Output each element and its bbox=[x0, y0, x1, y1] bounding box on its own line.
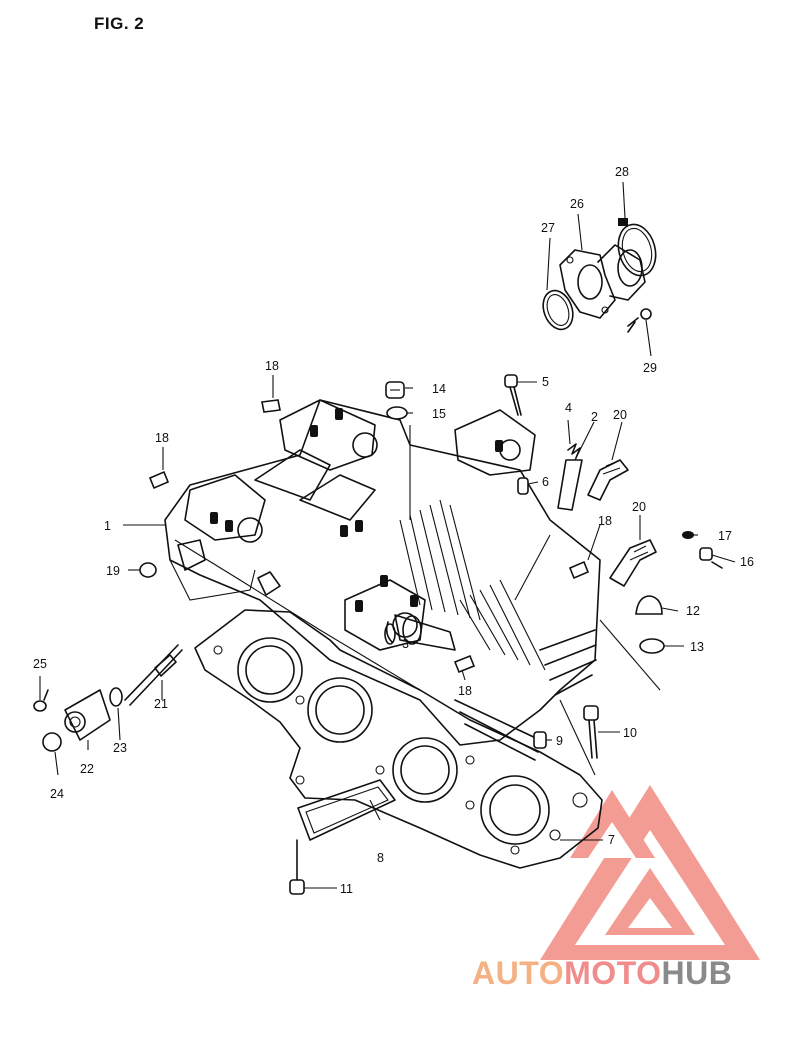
leader-lines bbox=[39, 181, 736, 889]
callout-7: 7 bbox=[608, 833, 615, 847]
intake-clamp bbox=[617, 218, 657, 277]
callout-4: 4 bbox=[565, 401, 572, 415]
intake-screw bbox=[627, 308, 652, 333]
dowel bbox=[533, 731, 547, 749]
watermark-logo-icon bbox=[540, 785, 760, 960]
intake-o-ring bbox=[542, 289, 574, 331]
dowel-pin bbox=[517, 477, 529, 495]
small-washer bbox=[682, 531, 694, 539]
key-c bbox=[568, 560, 590, 580]
callout-12: 12 bbox=[686, 604, 700, 618]
callout-13: 13 bbox=[690, 640, 704, 654]
callout-15: 15 bbox=[432, 407, 446, 421]
spark-plug-upper bbox=[587, 459, 629, 501]
callout-17: 17 bbox=[718, 529, 732, 543]
callout-22: 22 bbox=[80, 762, 94, 776]
key-d bbox=[453, 654, 476, 674]
callout-27: 27 bbox=[541, 221, 555, 235]
cylinder-head bbox=[164, 399, 601, 761]
screw bbox=[699, 547, 723, 569]
key-a bbox=[261, 399, 281, 413]
callout-labels: 1 2 3 4 5 6 7 8 9 10 11 12 13 14 15 16 1… bbox=[33, 165, 754, 896]
watermark-auto: AUTO bbox=[472, 955, 565, 991]
callout-18-left: 18 bbox=[155, 431, 169, 445]
callout-23: 23 bbox=[113, 741, 127, 755]
o-ring bbox=[109, 687, 123, 707]
callout-1: 1 bbox=[104, 519, 111, 533]
callout-16: 16 bbox=[740, 555, 754, 569]
head-bolt bbox=[583, 705, 599, 759]
callout-5: 5 bbox=[542, 375, 549, 389]
figure-title: FIG. 2 bbox=[94, 14, 145, 33]
callout-18-bottom: 18 bbox=[458, 684, 472, 698]
callout-11: 11 bbox=[340, 882, 353, 896]
callout-10: 10 bbox=[623, 726, 637, 740]
spring bbox=[567, 443, 581, 459]
callout-21: 21 bbox=[154, 697, 168, 711]
bolt bbox=[289, 839, 305, 895]
callout-18-top: 18 bbox=[265, 359, 279, 373]
spark-plug-lower bbox=[609, 539, 657, 587]
callout-24: 24 bbox=[50, 787, 64, 801]
tube bbox=[557, 459, 583, 511]
flat-washer bbox=[639, 638, 665, 654]
small-screw bbox=[33, 689, 49, 712]
watermark-moto: MOTO bbox=[564, 955, 662, 991]
cam-chain-seal bbox=[297, 779, 396, 841]
clip bbox=[385, 621, 393, 643]
callout-14: 14 bbox=[432, 382, 446, 396]
watermark-text: AUTOMOTOHUB bbox=[472, 955, 732, 992]
cap-nut bbox=[385, 381, 405, 399]
callout-3: 3 bbox=[402, 637, 409, 651]
stud-bolt bbox=[504, 374, 522, 416]
callout-25: 25 bbox=[33, 657, 47, 671]
callout-18-right: 18 bbox=[598, 514, 612, 528]
head-gasket bbox=[194, 609, 603, 869]
acorn-nut bbox=[635, 595, 663, 615]
drive-housing bbox=[64, 689, 111, 741]
callout-29: 29 bbox=[643, 361, 657, 375]
plug bbox=[139, 562, 157, 578]
callout-6: 6 bbox=[542, 475, 549, 489]
callout-28: 28 bbox=[615, 165, 629, 179]
callout-19: 19 bbox=[106, 564, 120, 578]
callout-9: 9 bbox=[556, 734, 563, 748]
callout-20-lower: 20 bbox=[632, 500, 646, 514]
cap bbox=[42, 732, 62, 752]
callout-2: 2 bbox=[591, 410, 598, 424]
key-b bbox=[148, 470, 170, 490]
tachometer-drive-gear bbox=[124, 644, 183, 706]
callout-8: 8 bbox=[377, 851, 384, 865]
washer bbox=[386, 406, 408, 420]
callout-26: 26 bbox=[570, 197, 584, 211]
watermark-hub: HUB bbox=[661, 955, 733, 991]
intake-pipe bbox=[559, 244, 646, 319]
callout-20-upper: 20 bbox=[613, 408, 627, 422]
